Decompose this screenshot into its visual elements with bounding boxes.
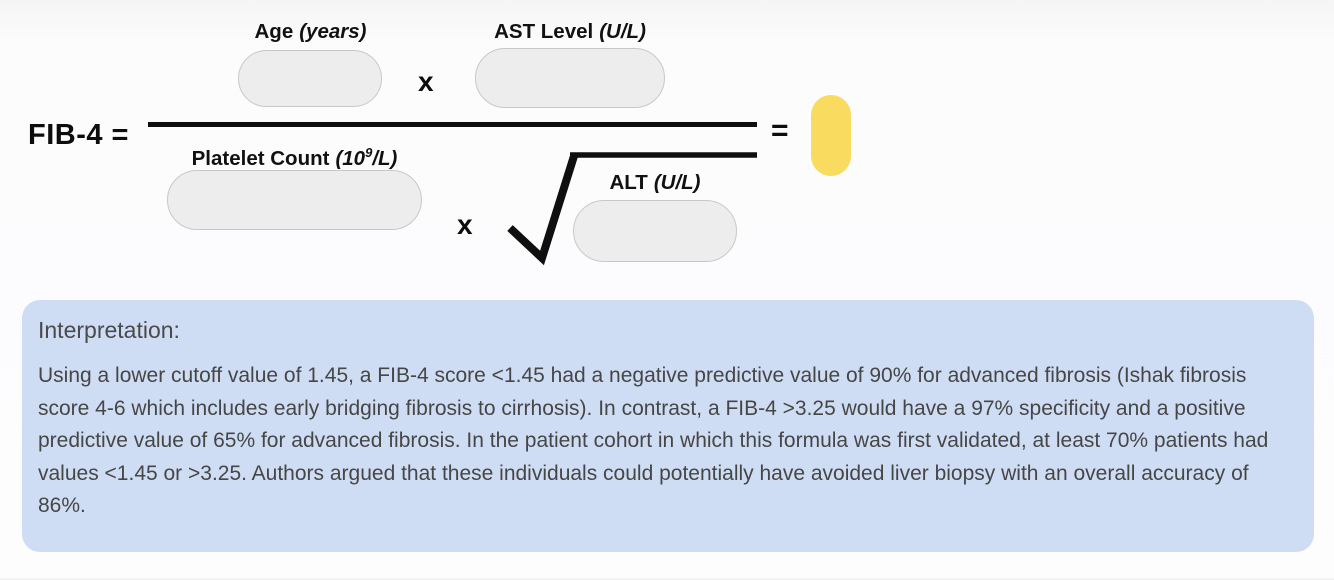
platelet-count-label: Platelet Count(109/L): [137, 141, 452, 171]
interpretation-card: Interpretation: Using a lower cutoff val…: [22, 300, 1314, 552]
equals-sign: =: [771, 114, 789, 147]
ast-level-input[interactable]: [475, 48, 665, 108]
platelet-unit-text: (109/L): [335, 145, 398, 170]
next-card-edge: [0, 577, 1334, 580]
interpretation-title: Interpretation:: [38, 317, 180, 343]
alt-label-text: ALT: [609, 171, 648, 194]
alt-input[interactable]: [573, 200, 737, 262]
alt-label: ALT(U/L): [543, 171, 767, 195]
age-label-text: Age: [254, 20, 294, 43]
interpretation-body: Using a lower cutoff value of 1.45, a FI…: [38, 364, 1269, 517]
age-label: Age(years): [208, 20, 413, 44]
age-unit-text: (years): [299, 20, 367, 43]
platelet-label-text: Platelet Count: [191, 146, 330, 170]
alt-unit-text: (U/L): [653, 171, 701, 194]
fraction-bar: [148, 122, 757, 127]
ast-label-text: AST Level: [494, 20, 594, 43]
ast-level-label: AST Level(U/L): [445, 20, 695, 44]
formula-name-label: FIB-4 =: [28, 119, 129, 151]
ast-unit-text: (U/L): [599, 20, 646, 43]
square-root-icon: [507, 152, 757, 266]
multiply-sign-numerator: x: [418, 66, 434, 97]
multiply-sign-denominator: x: [457, 209, 473, 240]
result-output: [811, 95, 851, 176]
age-input[interactable]: [238, 50, 382, 107]
platelet-count-input[interactable]: [167, 170, 422, 230]
